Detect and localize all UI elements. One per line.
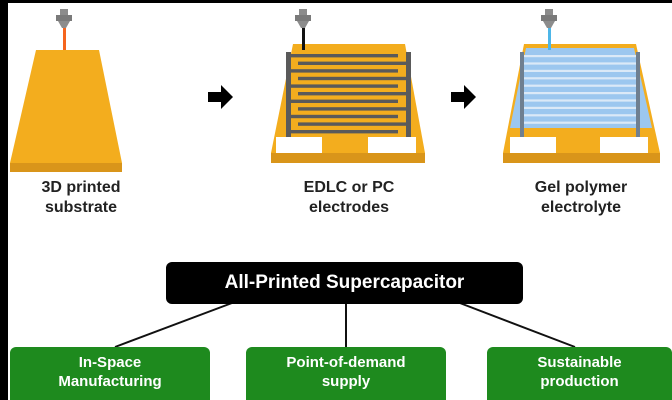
benefit-line: supply xyxy=(321,373,371,390)
gel-electrolyte-lines xyxy=(520,52,640,142)
electrolyte-line xyxy=(524,92,636,95)
electrode-finger xyxy=(298,61,411,65)
electrode-finger xyxy=(298,76,411,81)
step-label-line: electrodes xyxy=(308,199,390,216)
electrode-finger xyxy=(286,130,398,134)
electrolyte-line xyxy=(524,69,636,72)
benefit-line: production xyxy=(540,373,619,390)
electrode-finger xyxy=(298,92,411,96)
electrode-bus-left xyxy=(286,52,291,140)
step-label-line: Gel polymer xyxy=(534,179,628,196)
step-label-line: EDLC or PC xyxy=(303,179,395,196)
benefit-line: Point-of-demand xyxy=(286,354,406,371)
electrolyte-line xyxy=(524,55,636,58)
step-label-line: substrate xyxy=(44,199,118,216)
electrode-filament xyxy=(302,28,305,50)
connector-right xyxy=(451,299,576,348)
print-nozzle-icon xyxy=(541,9,557,50)
electrolyte-line xyxy=(524,121,636,124)
initial-filament xyxy=(63,28,66,50)
electrode-finger xyxy=(286,99,398,103)
electrode-finger xyxy=(286,84,398,88)
step-label-line: electrolyte xyxy=(540,199,622,216)
electrode-finger xyxy=(286,54,398,58)
electrolyte-line xyxy=(524,114,636,117)
print-nozzle-icon xyxy=(56,9,72,50)
title-box: All-Printed Supercapacitor xyxy=(166,262,523,304)
interdigitated-electrodes xyxy=(286,52,411,144)
substrate-illustration xyxy=(10,50,122,172)
print-nozzle-icon xyxy=(295,9,311,50)
electrolyte-bus-left xyxy=(520,52,524,142)
step-label-line: 3D printed xyxy=(41,179,121,196)
benefit-sustainable-production: Sustainable production xyxy=(487,347,672,400)
contact-pad-right xyxy=(368,137,416,153)
benefit-line: Sustainable xyxy=(537,354,622,371)
electrode-finger xyxy=(298,122,411,126)
arrow-right-icon xyxy=(451,85,476,109)
electrode-bus-right xyxy=(406,52,411,140)
benefit-line: In-Space xyxy=(78,354,142,371)
electrolyte-line xyxy=(524,106,636,109)
contact-pad-left xyxy=(276,137,322,153)
electrolyte-line xyxy=(524,84,636,87)
step-label-electrodes: EDLC or PC electrodes xyxy=(279,178,419,218)
connector-left xyxy=(114,299,241,348)
gel-filament xyxy=(548,28,551,50)
electrode-finger xyxy=(286,114,398,119)
electrode-finger xyxy=(298,107,411,111)
step-label-electrolyte: Gel polymer electrolyte xyxy=(511,178,651,218)
contact-pad-right xyxy=(600,137,648,153)
electrolyte-bus-right xyxy=(636,52,640,142)
electrolyte-line xyxy=(524,77,636,80)
arrow-right-icon xyxy=(208,85,233,109)
electrode-finger xyxy=(286,69,398,73)
contact-pad-left xyxy=(510,137,556,153)
benefit-point-of-demand-supply: Point-of-demand supply xyxy=(246,347,446,400)
electrolyte-line xyxy=(524,62,636,65)
electrolyte-line xyxy=(524,99,636,102)
benefit-line: Manufacturing xyxy=(58,373,162,390)
benefit-in-space-manufacturing: In-Space Manufacturing xyxy=(10,347,210,400)
step-label-substrate: 3D printed substrate xyxy=(16,178,146,218)
